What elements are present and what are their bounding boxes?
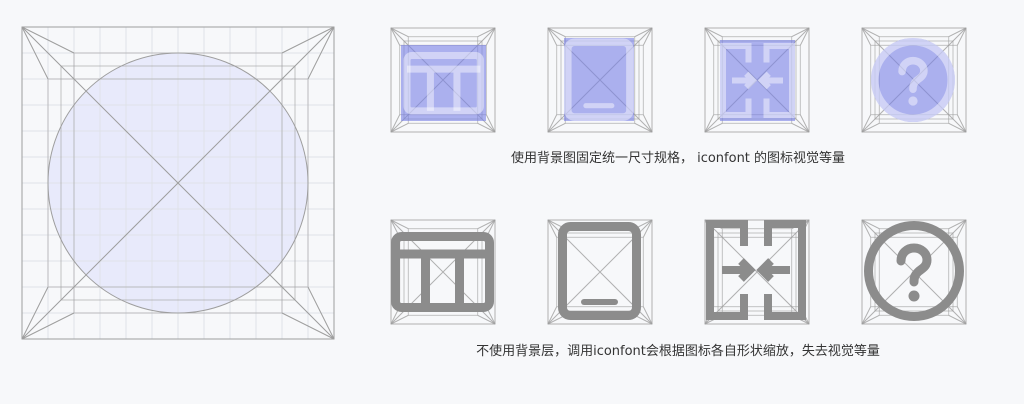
icon-question-with-background xyxy=(861,27,967,133)
keyline-corner-lines xyxy=(390,219,496,325)
background-layer xyxy=(720,40,795,121)
icon-tablet-plain xyxy=(547,219,653,325)
icon-table-plain xyxy=(390,219,496,325)
table-outline xyxy=(403,52,484,115)
icon-collapse-with-background xyxy=(704,27,810,133)
keyline-landscape-rect xyxy=(556,236,644,308)
keyline-outer-square xyxy=(861,219,967,325)
keyline-corner-lines xyxy=(547,219,653,325)
keyline-outer-square xyxy=(704,27,810,133)
icon-table-with-background xyxy=(390,27,496,133)
keyline-outer-square xyxy=(704,219,810,325)
keyline-outer-square xyxy=(547,27,653,133)
question-hook xyxy=(898,56,928,94)
keyline-corner-lines xyxy=(704,27,810,133)
caption-without-background: 不使用背景层，调用iconfont会根据图标各自形状缩放，失去视觉等量 xyxy=(476,344,880,359)
keyline-corner-lines xyxy=(21,26,335,340)
keyline-outer-square xyxy=(390,27,496,133)
question-dot xyxy=(908,290,920,302)
table-dividers xyxy=(395,249,490,308)
question-ring xyxy=(864,221,964,321)
tablet-outline xyxy=(558,222,641,320)
keyline-outer-square xyxy=(21,26,335,340)
question-dot xyxy=(908,96,918,106)
question-circle-icon xyxy=(871,38,956,123)
table-outline xyxy=(391,232,494,312)
collapse-left-bracket xyxy=(706,220,748,320)
question-ring xyxy=(871,38,956,123)
keyline-large xyxy=(21,26,335,340)
keyline-outer-square xyxy=(861,27,967,133)
table-icon xyxy=(403,52,484,115)
question-circle-icon xyxy=(864,221,964,321)
keyline-square xyxy=(874,232,954,312)
keyline-portrait-rect xyxy=(407,228,479,316)
keyline-corner-lines xyxy=(861,219,967,325)
keyline-circle xyxy=(47,52,309,314)
keyline-square xyxy=(60,65,296,301)
tablet-outline xyxy=(564,38,634,121)
keyline-square xyxy=(717,232,797,312)
tablet-icon xyxy=(564,38,634,121)
question-hook xyxy=(896,243,932,287)
keyline-corner-lines xyxy=(390,27,496,133)
keyline-small xyxy=(704,219,810,325)
background-layer xyxy=(871,38,955,122)
collapse-icon xyxy=(706,220,806,320)
keyline-diagonals xyxy=(704,219,810,325)
keyline-corner-lines xyxy=(861,27,967,133)
icon-tablet-with-background xyxy=(547,27,653,133)
arrow-left xyxy=(757,71,783,90)
collapse-right-bracket xyxy=(763,43,795,118)
arrow-right xyxy=(722,258,756,282)
collapse-left-bracket xyxy=(720,43,752,118)
arrow-left xyxy=(756,258,790,282)
keyline-corner-lines xyxy=(547,27,653,133)
background-layer xyxy=(401,45,486,121)
caption-with-background: 使用背景图固定统一尺寸规格， iconfont 的图标视觉等量 xyxy=(510,151,846,166)
table-dividers xyxy=(407,65,481,111)
icon-collapse-plain xyxy=(704,219,810,325)
table-icon xyxy=(391,232,494,312)
tablet-icon xyxy=(558,222,641,320)
background-layer xyxy=(564,38,634,121)
arrow-right xyxy=(732,71,758,90)
collapse-right-bracket xyxy=(764,220,806,320)
collapse-icon xyxy=(720,43,795,118)
icon-question-plain xyxy=(861,219,967,325)
keyline-outer-square xyxy=(547,219,653,325)
